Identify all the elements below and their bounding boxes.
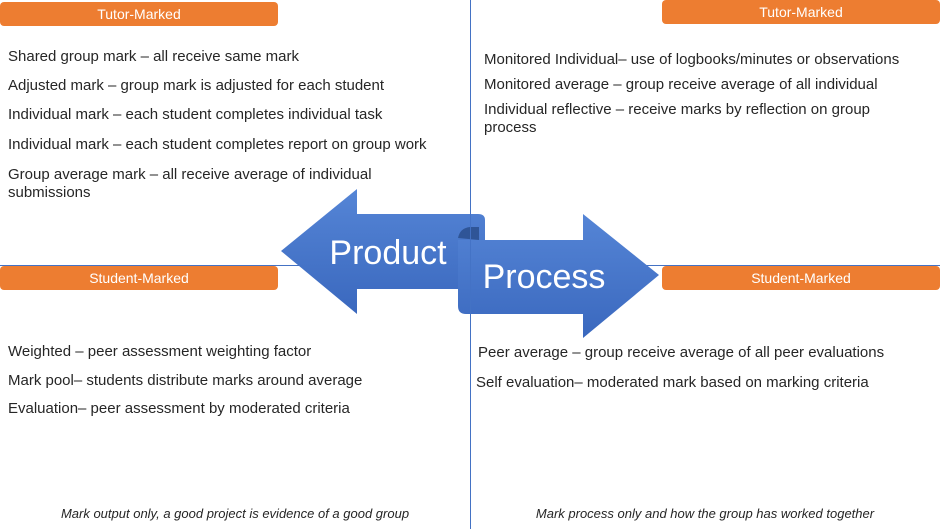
process-arrow-shape <box>458 214 659 338</box>
list-item: Weighted – peer assessment weighting fac… <box>8 343 312 360</box>
vertical-axis-overlay <box>470 0 471 529</box>
product-arrow-label: Product <box>329 234 447 272</box>
list-item: Mark pool– students distribute marks aro… <box>8 372 363 389</box>
list-item: Adjusted mark – group mark is adjusted f… <box>8 77 385 94</box>
product-arrow-shape <box>281 189 485 314</box>
list-item: Self evaluation– moderated mark based on… <box>476 374 869 391</box>
list-item: Individual mark – each student completes… <box>8 136 427 153</box>
list-item: Peer average – group receive average of … <box>478 344 885 361</box>
product-student-marked-label: Student-Marked <box>0 266 278 290</box>
list-item: Evaluation– peer assessment by moderated… <box>8 400 350 417</box>
process-caption: Mark process only and how the group has … <box>535 506 875 521</box>
list-item: Shared group mark – all receive same mar… <box>8 48 299 65</box>
process-student-marked-label: Student-Marked <box>662 266 940 290</box>
list-item: Individual reflective – receive marks by… <box>484 101 871 136</box>
product-tutor-marked-label: Tutor-Marked <box>0 2 278 26</box>
list-item: Monitored Individual– use of logbooks/mi… <box>484 51 900 68</box>
process-tutor-marked-label: Tutor-Marked <box>662 0 940 24</box>
product-caption: Mark output only, a good project is evid… <box>60 506 410 521</box>
list-item: Group average mark – all receive average… <box>8 166 372 201</box>
list-item: Individual mark – each student completes… <box>8 106 383 123</box>
arrow-curl <box>458 227 479 240</box>
process-arrow-label: Process <box>483 258 606 296</box>
list-item: Monitored average – group receive averag… <box>484 76 878 93</box>
